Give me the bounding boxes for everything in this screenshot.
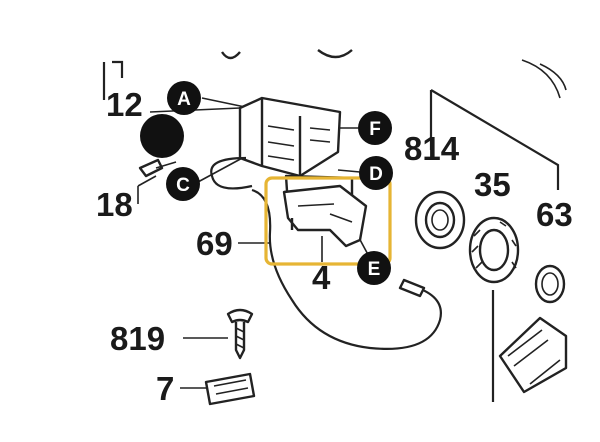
svg-text:F: F xyxy=(369,119,381,140)
callout-e: E xyxy=(357,251,391,285)
svg-text:E: E xyxy=(368,259,381,280)
lower-right-part xyxy=(498,316,568,394)
leader-d xyxy=(337,169,361,173)
svg-text:C: C xyxy=(176,175,190,196)
leader-c xyxy=(197,155,247,183)
frame-right-top xyxy=(429,89,560,190)
part-number-819: 819 xyxy=(110,320,165,357)
leader-a xyxy=(201,97,246,108)
callout-a: A xyxy=(167,81,201,115)
part-number-69: 69 xyxy=(196,225,233,262)
cable xyxy=(251,188,442,350)
part-number-18: 18 xyxy=(96,186,133,223)
leader-18 xyxy=(137,175,157,204)
top-partial-part-2 xyxy=(317,49,353,59)
callout-d: D xyxy=(359,156,393,190)
callout-f: F xyxy=(358,111,392,145)
cable-end xyxy=(398,278,426,298)
top-partial-part xyxy=(221,51,241,60)
spring-clip xyxy=(210,156,253,190)
ring-35 xyxy=(468,216,520,284)
part-number-4: 4 xyxy=(312,259,331,296)
part-number-7: 7 xyxy=(156,370,174,407)
svg-text:D: D xyxy=(369,164,383,185)
part-7 xyxy=(204,372,256,406)
screw-819 xyxy=(226,308,254,360)
part-number-814: 814 xyxy=(404,130,460,167)
solid-ring-part xyxy=(140,114,184,158)
svg-text:A: A xyxy=(177,89,191,110)
washer-63 xyxy=(534,264,566,304)
screw-18 xyxy=(138,158,177,178)
bearing-814 xyxy=(414,190,466,250)
part-number-12: 12 xyxy=(106,86,143,123)
callout-c: C xyxy=(166,167,200,201)
part-number-35: 35 xyxy=(474,166,511,203)
highlight-box xyxy=(264,176,392,266)
frame-left-bracket xyxy=(102,60,124,100)
brush-holder xyxy=(282,184,368,248)
part-number-63: 63 xyxy=(536,196,573,233)
frame-top-right-clip xyxy=(521,59,567,99)
